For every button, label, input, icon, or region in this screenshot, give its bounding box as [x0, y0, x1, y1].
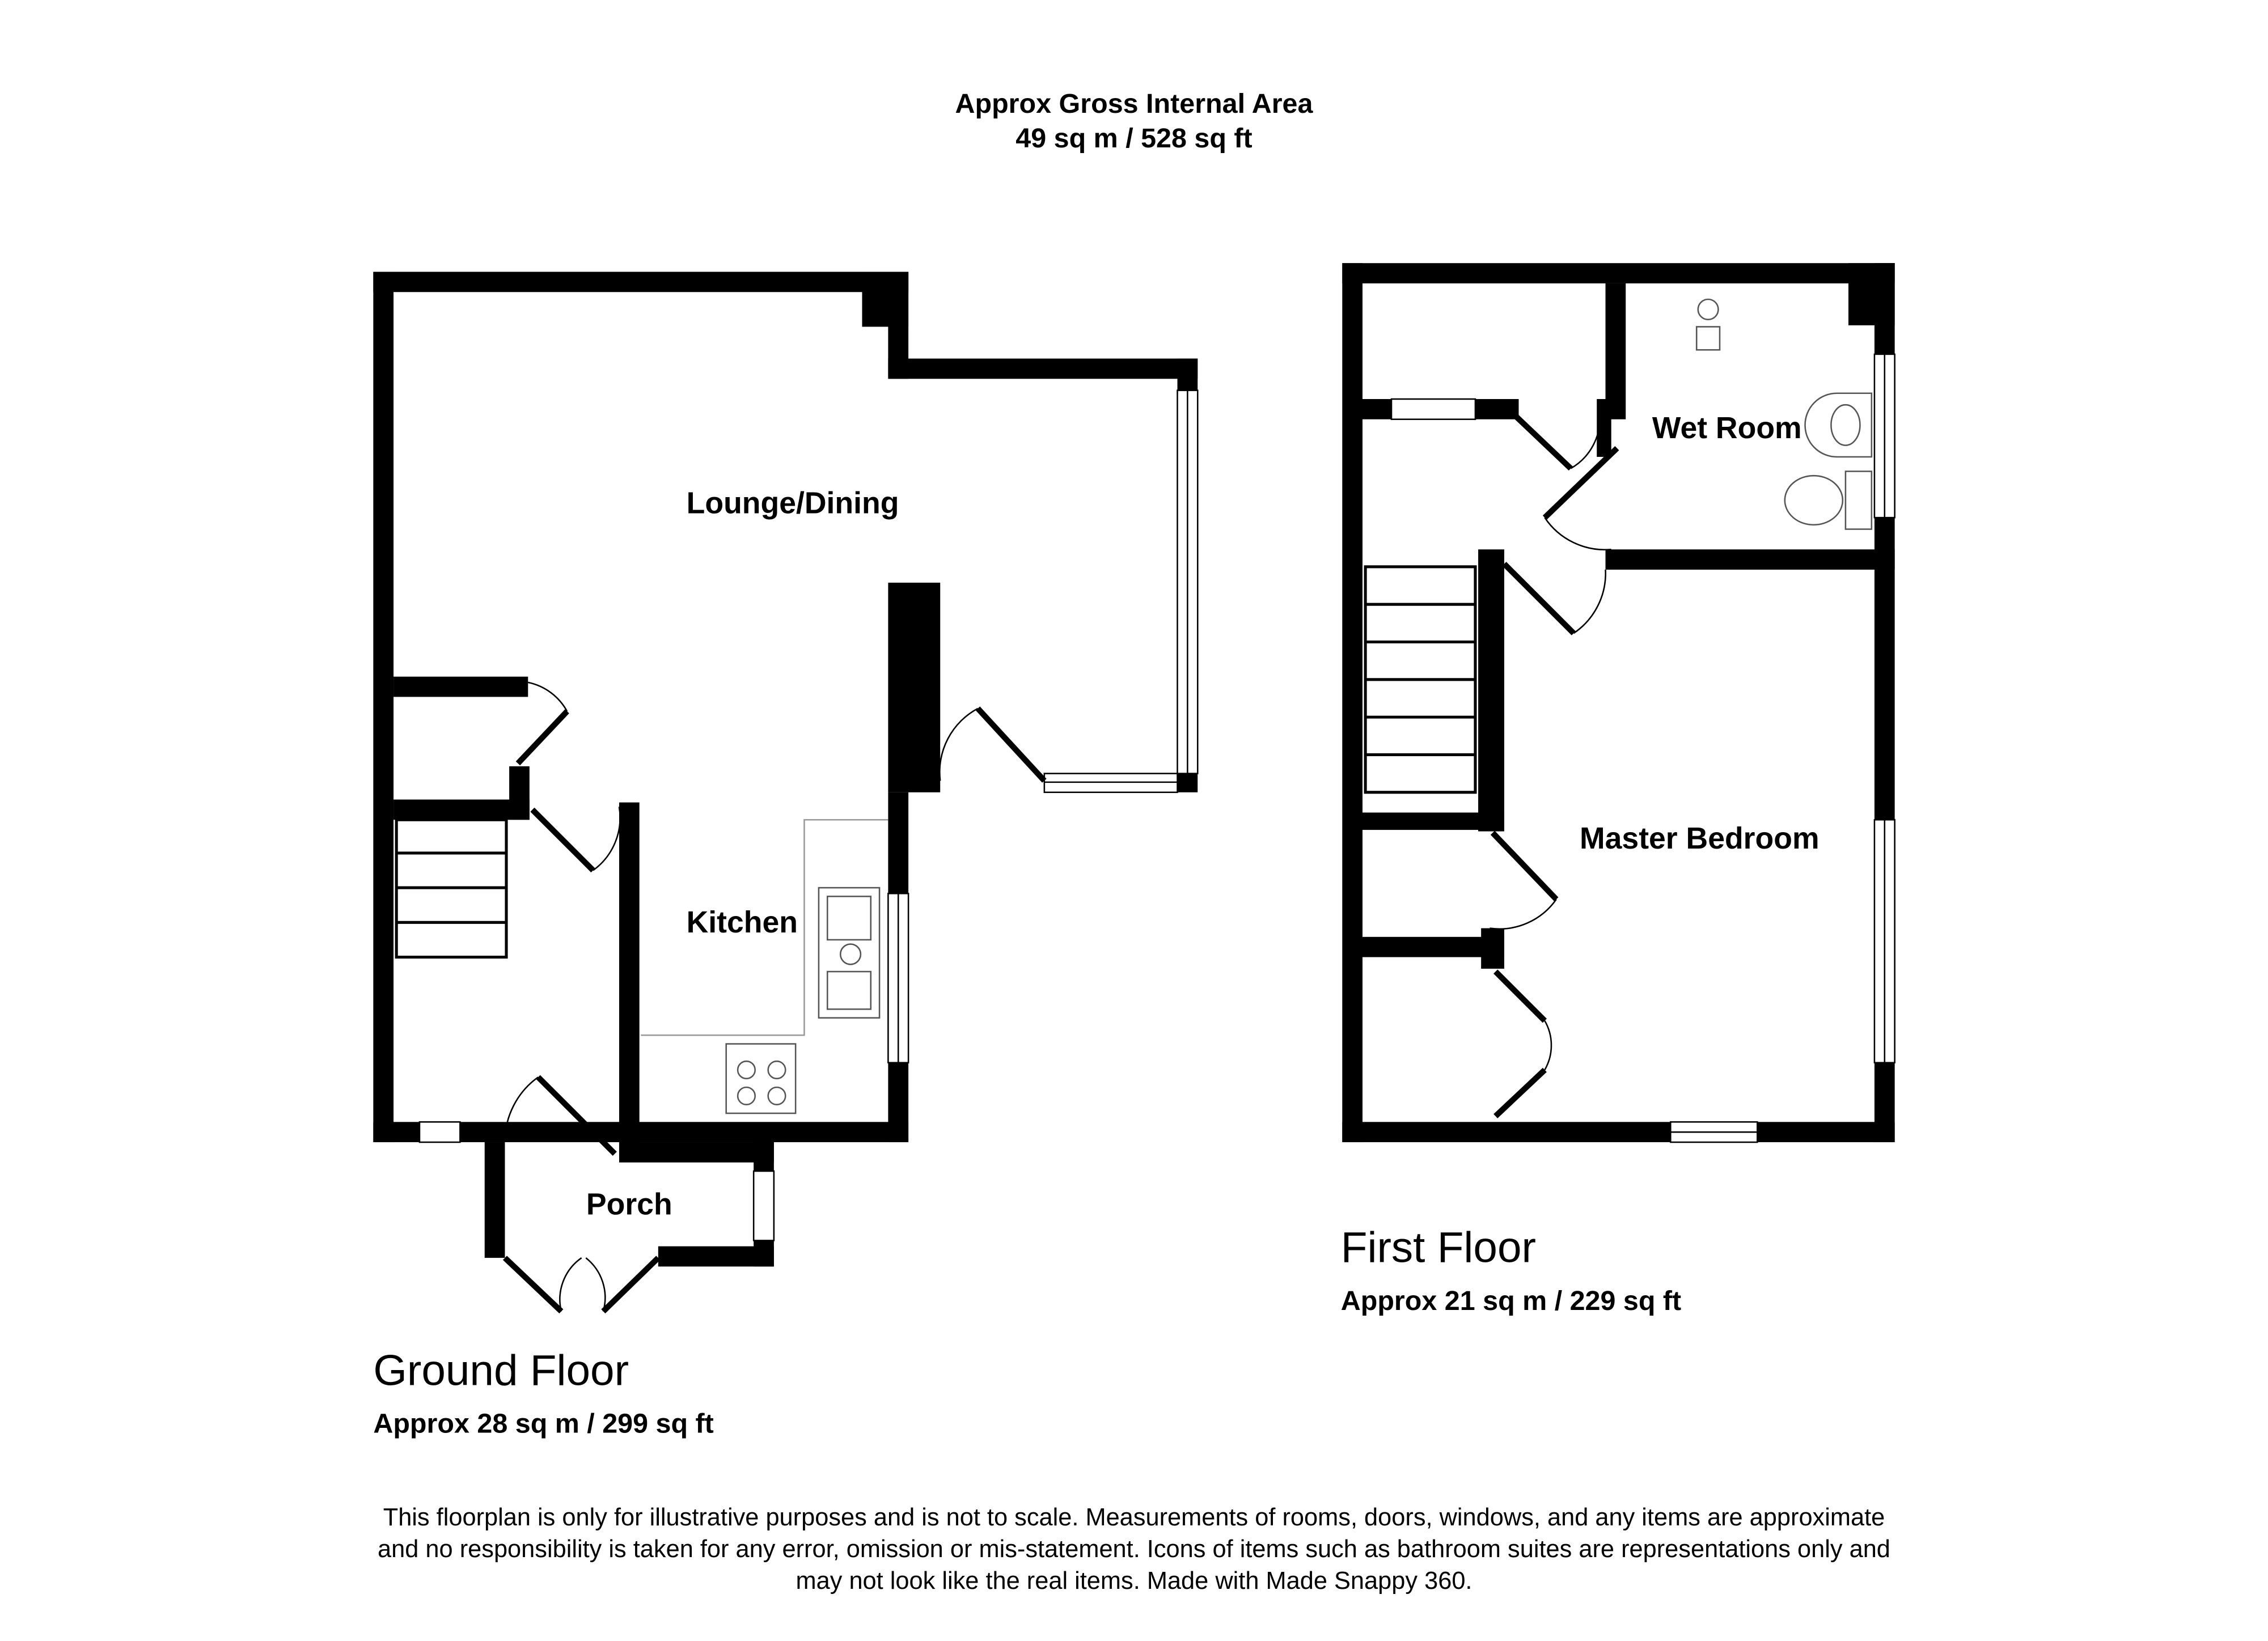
gross-area-value: 49 sq m / 528 sq ft — [1015, 123, 1252, 154]
first-floor-area: Approx 21 sq m / 229 sq ft — [1341, 1286, 1681, 1316]
first-floor-plan: Wet Room Master Bedroom — [1342, 263, 1895, 1143]
gross-area-title: Approx Gross Internal Area — [955, 88, 1314, 119]
hob-icon — [725, 1043, 797, 1114]
first-floor-title: First Floor — [1341, 1224, 1536, 1272]
ground-floor-area: Approx 28 sq m / 299 sq ft — [373, 1409, 713, 1439]
room-label-porch: Porch — [586, 1188, 672, 1222]
disclaimer-line: and no responsibility is taken for any e… — [378, 1536, 1890, 1563]
ground-floor-title: Ground Floor — [373, 1347, 629, 1395]
window — [752, 1170, 775, 1241]
room-label-kitchen: Kitchen — [687, 906, 798, 939]
room-label-wet-room: Wet Room — [1652, 412, 1802, 445]
window — [1390, 398, 1476, 420]
ground-floor-plan: Lounge/Dining Kitchen Porch — [373, 272, 1199, 1314]
disclaimer: This floorplan is only for illustrative … — [378, 1504, 1890, 1595]
toilet-icon — [1784, 470, 1873, 530]
basin-icon — [1804, 392, 1873, 458]
shower-icon — [1695, 298, 1721, 351]
disclaimer-line: may not look like the real items. Made w… — [796, 1567, 1472, 1595]
room-label-master-bedroom: Master Bedroom — [1580, 822, 1820, 855]
staircase — [395, 818, 508, 959]
window — [418, 1121, 461, 1143]
staircase — [1364, 565, 1477, 794]
disclaimer-line: This floorplan is only for illustrative … — [383, 1504, 1885, 1531]
room-label-lounge-dining: Lounge/Dining — [687, 486, 899, 520]
